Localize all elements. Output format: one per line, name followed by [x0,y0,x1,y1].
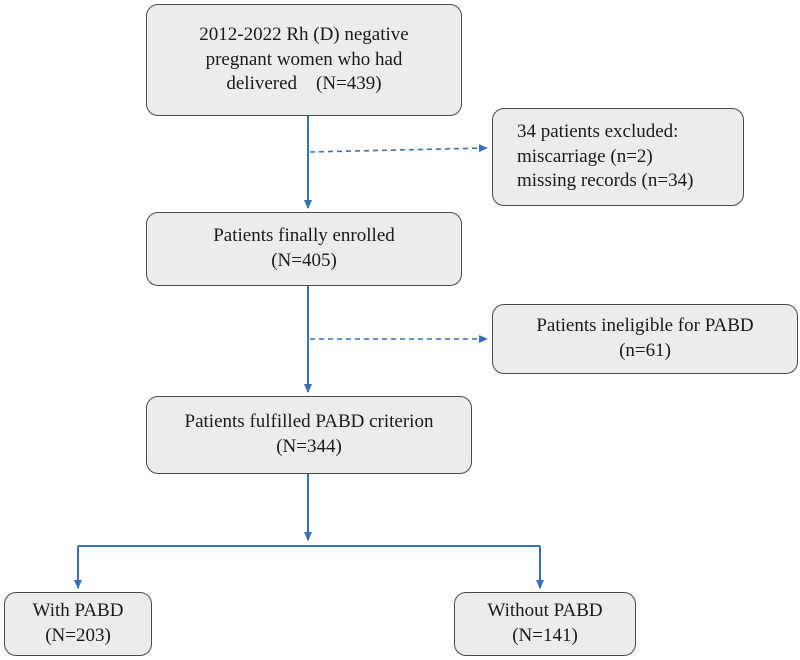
dashed-arrow-to-excluded [309,144,488,153]
fulfilled-line-2: (N=344) [276,436,342,457]
with-pabd-line-2: (N=203) [45,625,111,646]
start-line-3: delivered (N=439) [226,73,382,95]
without-pabd-box: Without PABD (N=141) [454,592,636,656]
ineligible-patients-box: Patients ineligible for PABD (n=61) [492,304,798,374]
ineligible-line-2: (n=61) [619,340,671,361]
excluded-patients-box: 34 patients excluded: miscarriage (n=2) … [492,108,744,206]
with-pabd-line-1: With PABD [32,600,124,622]
start-population-box: 2012-2022 Rh (D) negative pregnant women… [146,4,462,116]
fulfilled-line-1: Patients fulfilled PABD criterion [184,411,434,433]
without-pabd-line-2: (N=141) [512,625,578,646]
enrolled-patients-box: Patients finally enrolled (N=405) [146,212,462,286]
excluded-line-1: 34 patients excluded: [517,120,679,142]
excluded-line-2: miscarriage (n=2) [517,145,653,167]
ineligible-line-1: Patients ineligible for PABD [536,315,754,337]
enrolled-line-2: (N=405) [271,250,337,271]
start-line-2: pregnant women who had [205,48,403,70]
excluded-line-3: missing records (n=34) [517,170,694,192]
without-pabd-line-1: Without PABD [487,600,603,622]
with-pabd-box: With PABD (N=203) [4,592,152,656]
start-line-1: 2012-2022 Rh (D) negative [199,23,409,45]
enrolled-line-1: Patients finally enrolled [213,225,395,247]
fulfilled-criterion-box: Patients fulfilled PABD criterion (N=344… [146,396,472,474]
